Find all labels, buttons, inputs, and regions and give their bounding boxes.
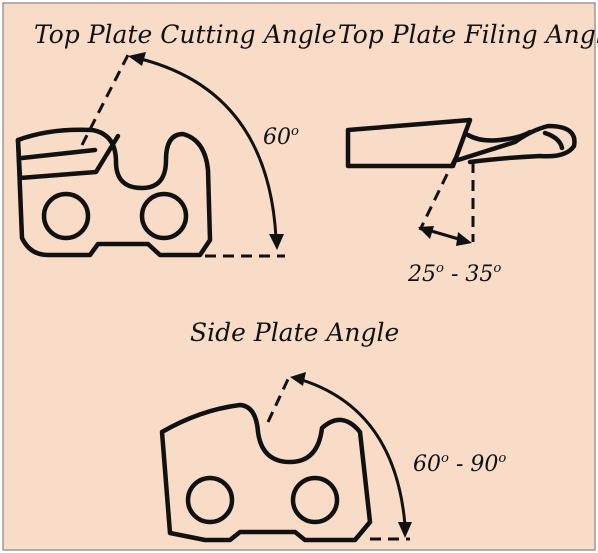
cutter-filing-view-drawing — [345, 117, 577, 169]
filing-angle-min: 25 — [408, 262, 436, 288]
filing-angle-range: 25o - 35o — [408, 262, 501, 286]
filing-angle-guides — [418, 157, 475, 242]
cutting-angle-arrowheads — [128, 52, 284, 250]
filing-angle-arrowheads — [418, 226, 472, 246]
side-angle-max: 90 — [470, 452, 499, 478]
cutter-side-plate-drawing — [159, 402, 373, 543]
degree-mark: o — [493, 261, 502, 276]
side-angle-arrowheads — [290, 372, 412, 538]
degree-mark: o — [441, 451, 449, 466]
top-plate-filing-angle-title: Top Plate Filing Angle — [338, 20, 598, 49]
cutting-angle-guides — [80, 54, 285, 258]
degree-mark: o — [436, 261, 444, 276]
cutting-angle-value: 60o — [263, 125, 299, 149]
degree-mark: o — [291, 124, 299, 139]
side-plate-angle-title: Side Plate Angle — [190, 318, 400, 347]
range-separator: - — [448, 452, 471, 478]
top-plate-cutting-angle-title: Top Plate Cutting Angle — [34, 20, 337, 49]
side-angle-min: 60 — [413, 452, 441, 478]
degree-mark: o — [498, 451, 507, 466]
range-separator: - — [443, 262, 466, 288]
side-angle-guides — [266, 374, 410, 541]
cutting-angle-number: 60 — [263, 125, 291, 151]
side-angle-range: 60o - 90o — [413, 452, 506, 476]
filing-angle-max: 35 — [465, 262, 494, 288]
cutter-top-plate-drawing — [15, 127, 213, 258]
